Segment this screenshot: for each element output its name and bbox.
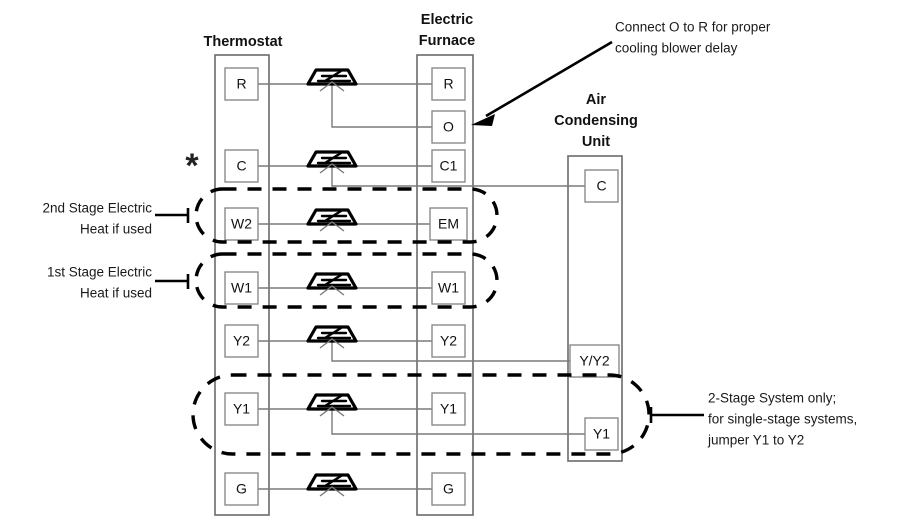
- wire-nut-y1: [306, 393, 358, 417]
- terminal-label: Y1: [593, 426, 610, 442]
- terminal-furnace-y1[interactable]: Y1: [431, 392, 466, 426]
- wire-nut-w1: [306, 272, 358, 296]
- terminal-label: W2: [231, 216, 252, 232]
- terminal-label: Y2: [440, 333, 457, 349]
- terminal-label: O: [443, 119, 454, 135]
- terminal-thermostat-c[interactable]: C: [224, 149, 259, 183]
- thermostat-title: Thermostat: [204, 34, 283, 50]
- wire-nut-y2: [306, 325, 358, 349]
- terminal-acu-y-y2[interactable]: Y/Y2: [569, 344, 620, 378]
- wire-nut-to-acu-c: [331, 165, 586, 187]
- electric-furnace-title-line2: Furnace: [419, 33, 475, 49]
- callout-line1: 1st Stage Electric: [47, 265, 152, 280]
- terminal-label: G: [443, 481, 454, 497]
- terminal-label: W1: [231, 280, 252, 296]
- terminal-label: C: [236, 158, 246, 174]
- electric-furnace-enclosure: [416, 54, 474, 516]
- electric-furnace-title-line1: Electric: [421, 12, 473, 28]
- terminal-label: C: [596, 178, 606, 194]
- callout-line2: cooling blower delay: [615, 41, 738, 56]
- callout-line2: Heat if used: [80, 286, 152, 301]
- terminal-label: Y2: [233, 333, 250, 349]
- wire-nut-c: [306, 150, 358, 174]
- terminal-label: G: [236, 481, 247, 497]
- air-condensing-unit-title-line2: Condensing: [554, 113, 638, 129]
- callout-2-stage-system: 2-Stage System only; for single-stage sy…: [649, 391, 857, 448]
- terminal-label: R: [236, 76, 246, 92]
- wire-nut-to-furnace-o: [331, 83, 433, 128]
- callout-line1: Connect O to R for proper: [615, 20, 771, 35]
- callout-line1: 2nd Stage Electric: [42, 201, 152, 216]
- terminal-furnace-o[interactable]: O: [431, 110, 466, 144]
- thermostat-enclosure: [214, 54, 270, 516]
- terminal-thermostat-w2[interactable]: W2: [224, 207, 259, 241]
- terminal-label: Y1: [440, 401, 457, 417]
- callout-line3: jumper Y1 to Y2: [707, 433, 804, 448]
- wire-nut-w2: [306, 208, 358, 232]
- dashed-region-2-stage-system: [191, 373, 651, 456]
- terminal-furnace-r[interactable]: R: [431, 67, 466, 101]
- terminal-thermostat-g[interactable]: G: [224, 472, 259, 506]
- terminal-furnace-g[interactable]: G: [431, 472, 466, 506]
- dashed-region-1st-stage: [194, 252, 499, 309]
- air-condensing-unit-enclosure: [567, 155, 623, 462]
- terminal-thermostat-r[interactable]: R: [224, 67, 259, 101]
- terminal-thermostat-y1[interactable]: Y1: [224, 392, 259, 426]
- terminal-label: R: [443, 76, 453, 92]
- air-condensing-unit-title-line1: Air: [586, 92, 607, 108]
- wire-nut-g: [306, 473, 358, 497]
- dashed-region-2nd-stage: [194, 187, 499, 244]
- terminal-label: Y/Y2: [579, 353, 610, 369]
- terminal-furnace-w1[interactable]: W1: [431, 271, 466, 305]
- wire-nut-r: [306, 68, 358, 92]
- terminal-label: EM: [438, 216, 459, 232]
- callout-connect-o-to-r: Connect O to R for proper cooling blower…: [471, 20, 771, 126]
- callout-1st-stage-electric-heat: 1st Stage Electric Heat if used: [47, 265, 190, 301]
- callout-2nd-stage-electric-heat: 2nd Stage Electric Heat if used: [42, 201, 190, 237]
- air-condensing-unit-title-line3: Unit: [582, 134, 610, 150]
- terminal-label: C1: [440, 158, 458, 174]
- terminal-furnace-em[interactable]: EM: [429, 207, 468, 241]
- terminal-furnace-c1[interactable]: C1: [431, 149, 466, 183]
- terminal-label: W1: [438, 280, 459, 296]
- callout-line2: Heat if used: [80, 222, 152, 237]
- terminal-thermostat-y2[interactable]: Y2: [224, 324, 259, 358]
- callout-line2: for single-stage systems,: [708, 412, 857, 427]
- asterisk-marker: *: [185, 147, 199, 185]
- terminal-furnace-y2[interactable]: Y2: [431, 324, 466, 358]
- callout-line1: 2-Stage System only;: [708, 391, 836, 406]
- wire-nut-to-acu-y1: [331, 408, 586, 435]
- terminal-acu-y1[interactable]: Y1: [584, 417, 619, 451]
- terminal-thermostat-w1[interactable]: W1: [224, 271, 259, 305]
- terminal-label: Y1: [233, 401, 250, 417]
- terminal-acu-c[interactable]: C: [584, 169, 619, 203]
- wire-nut-to-acu-y-y2: [331, 340, 586, 362]
